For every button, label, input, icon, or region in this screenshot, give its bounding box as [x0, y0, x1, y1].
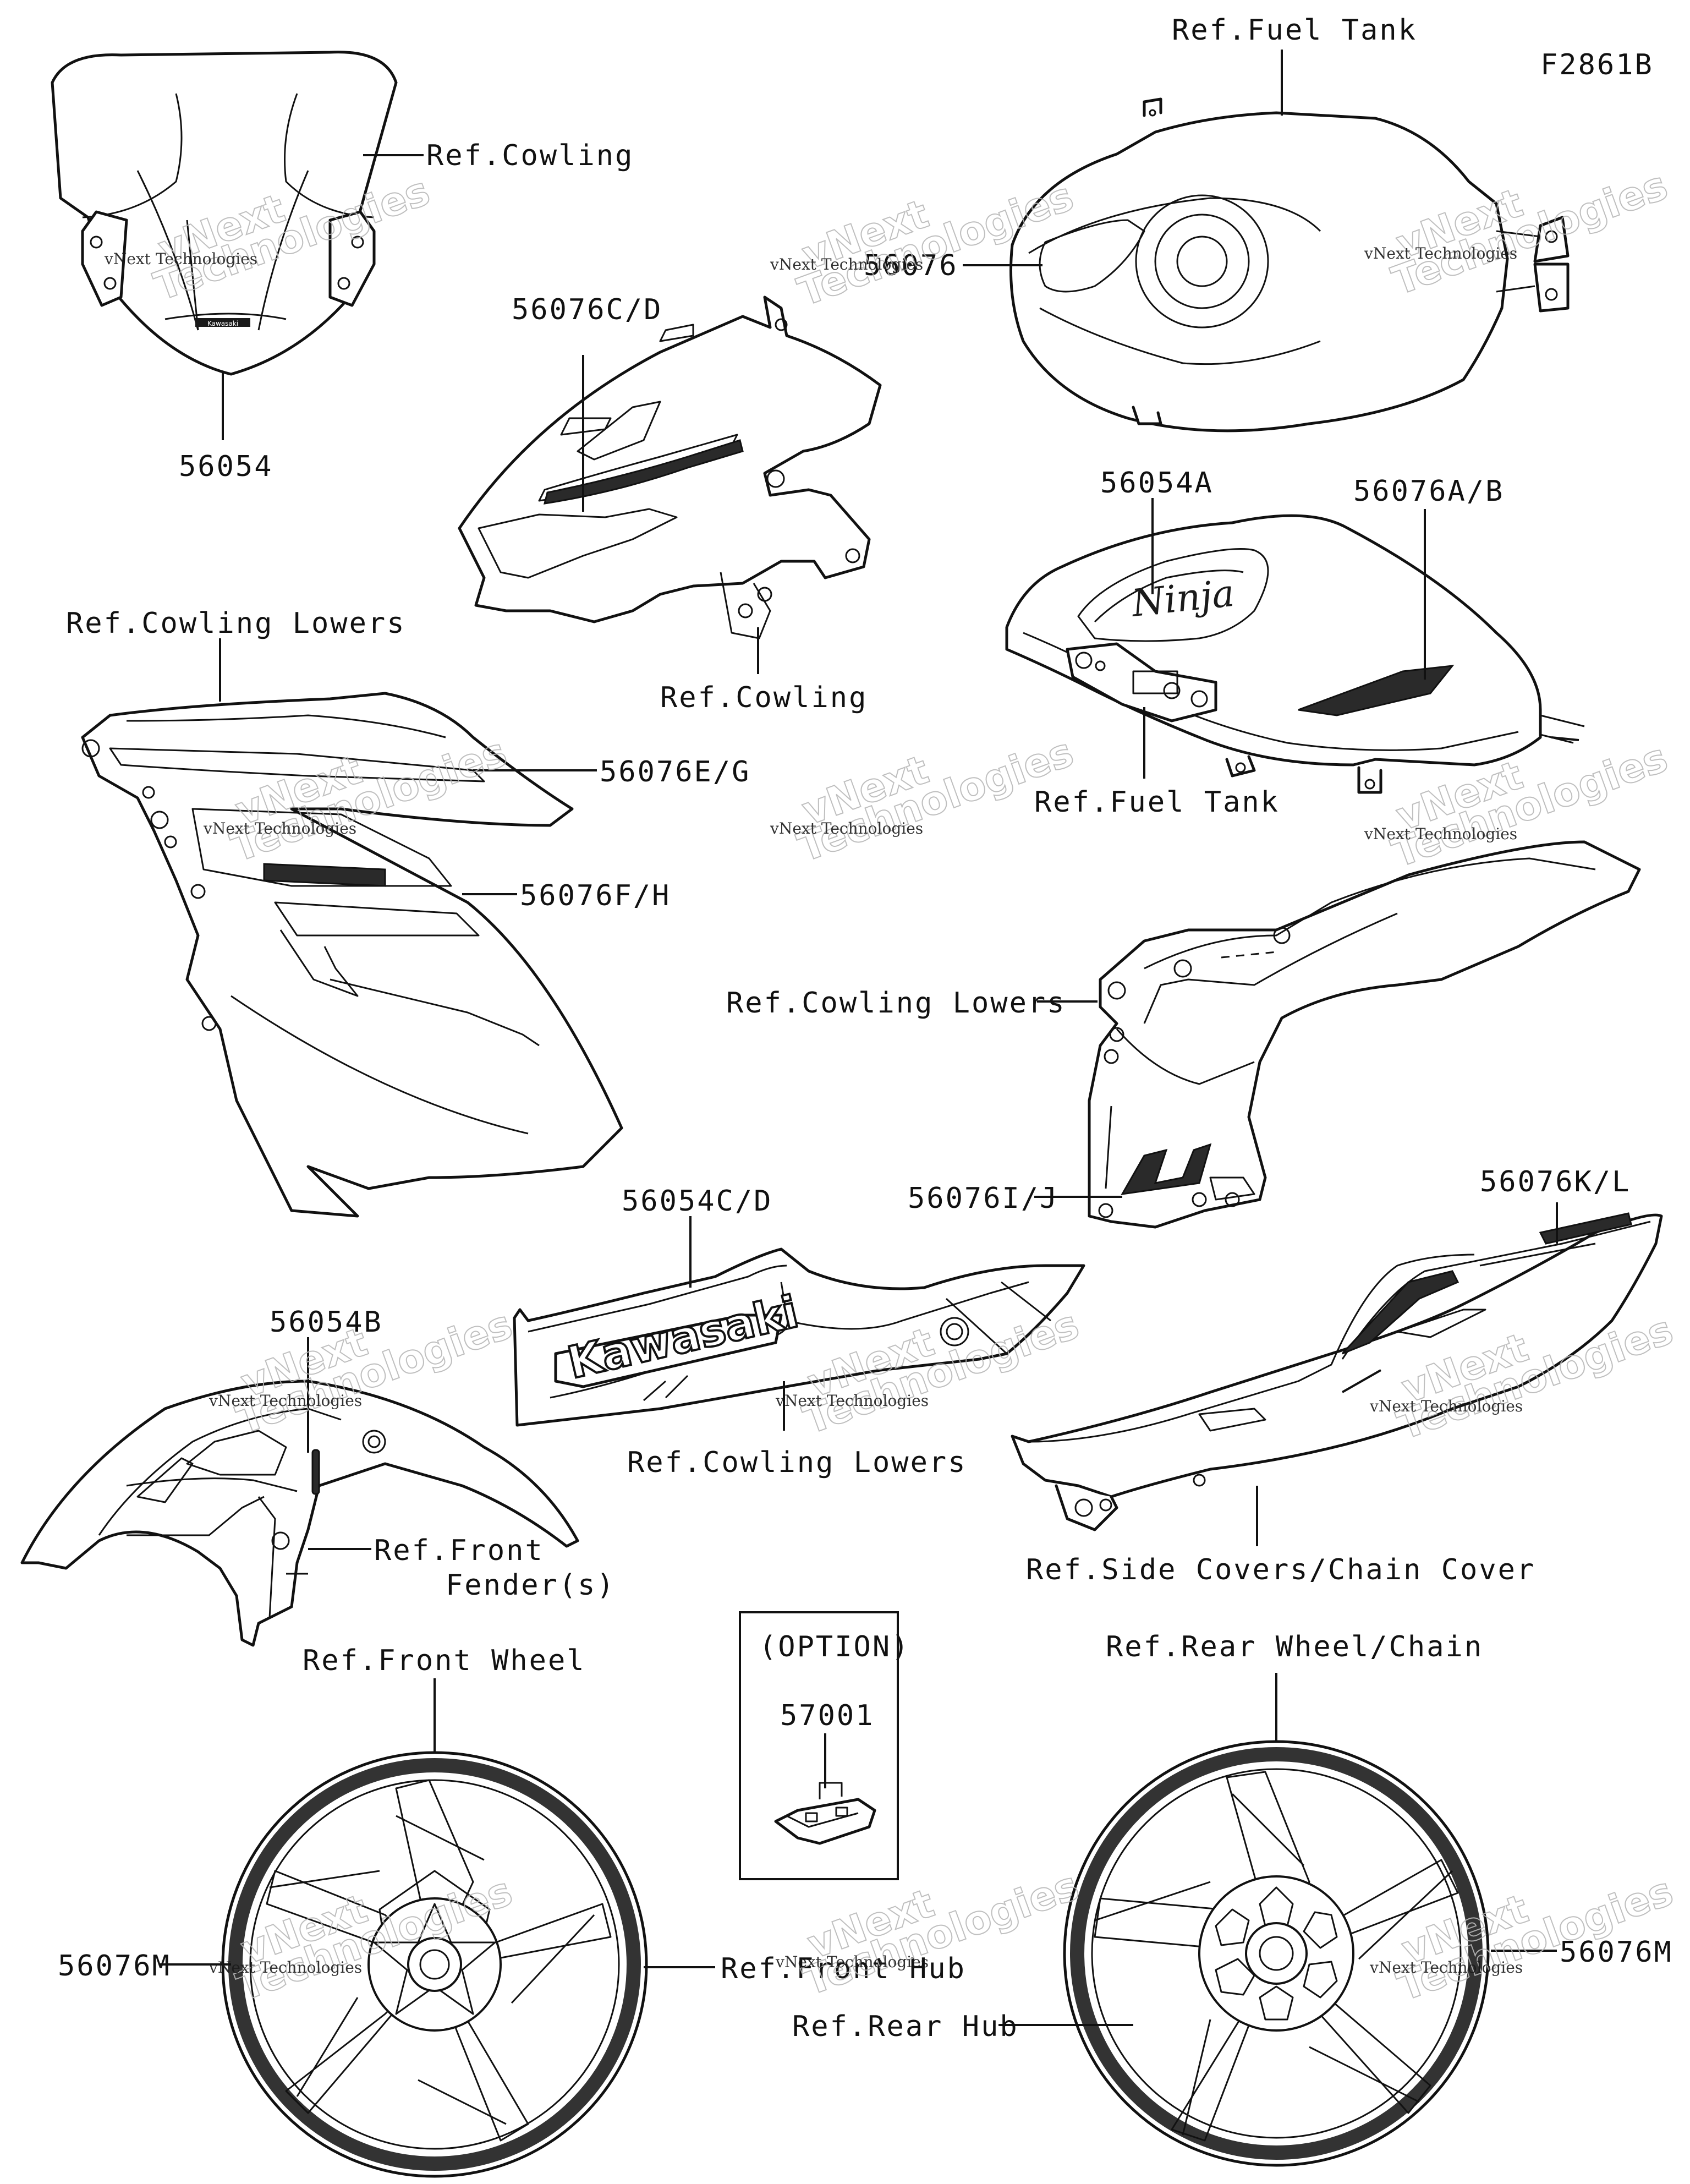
label-ref-fuel-tank-mid: Ref.Fuel Tank	[1034, 786, 1280, 819]
svg-text:vNext Technologies: vNext Technologies	[770, 255, 923, 273]
label-56076kl: 56076K/L	[1480, 1165, 1631, 1198]
ninja-decal: Ninja	[1129, 572, 1237, 626]
svg-text:vNext Technologies: vNext Technologies	[208, 1392, 362, 1410]
label-ref-front-wheel: Ref.Front Wheel	[303, 1644, 586, 1677]
option-box: (OPTION) 57001	[739, 1611, 910, 1880]
label-56076eg: 56076E/G	[600, 756, 750, 789]
svg-text:vNext Technologies: vNext Technologies	[770, 819, 923, 838]
svg-text:vNext Technologies: vNext Technologies	[104, 250, 257, 268]
fuel-tank-top-part	[1009, 97, 1570, 433]
windshield-part: Kawasaki	[51, 51, 398, 376]
svg-text:vNext Technologies: vNext Technologies	[203, 819, 356, 838]
under-cowl-part: Kawasaki	[513, 1247, 1085, 1427]
label-ref-side-covers: Ref.Side Covers/Chain Cover	[1026, 1553, 1535, 1586]
label-ref-front-fender-2: Fender(s)	[446, 1569, 616, 1602]
svg-text:vNext Technologies: vNext Technologies	[1369, 1397, 1523, 1415]
tail-cowl-part	[1011, 1212, 1663, 1531]
svg-text:vNext Technologies: vNext Technologies	[1364, 825, 1517, 843]
svg-text:vNext Technologies: vNext Technologies	[1364, 244, 1517, 262]
rear-wheel-part	[1063, 1740, 1490, 2167]
label-56076fh: 56076F/H	[520, 879, 671, 912]
label-ref-cowling-lowers-right: Ref.Cowling Lowers	[726, 987, 1066, 1020]
label-57001: 57001	[780, 1699, 875, 1732]
label-ref-front-hub: Ref.Front Hub	[721, 1952, 966, 1985]
kawasaki-small-decal: Kawasaki	[207, 320, 238, 327]
label-56054a: 56054A	[1100, 467, 1214, 500]
label-56076m-left: 56076M	[58, 1950, 171, 1983]
fuel-tank-mid-part: Ninja	[1005, 514, 1585, 794]
label-56054: 56054	[179, 450, 273, 483]
label-option: (OPTION)	[759, 1630, 910, 1663]
side-fairing-left-part	[81, 692, 623, 1218]
svg-text:vNext Technologies: vNext Technologies	[775, 1953, 929, 1971]
label-56076: 56076	[864, 249, 958, 282]
label-56054b: 56054B	[270, 1306, 383, 1339]
label-ref-rear-wheel: Ref.Rear Wheel/Chain	[1106, 1630, 1483, 1663]
label-ref-rear-hub: Ref.Rear Hub	[792, 2010, 1019, 2043]
label-ref-front-fender-1: Ref.Front	[374, 1534, 544, 1567]
label-ref-cowling-top: Ref.Cowling	[426, 139, 634, 172]
label-56054cd: 56054C/D	[622, 1185, 772, 1218]
label-ref-fuel-tank-top: Ref.Fuel Tank	[1172, 14, 1417, 47]
svg-text:vNext Technologies: vNext Technologies	[1369, 1958, 1523, 1977]
front-fender-part	[20, 1380, 579, 1647]
upper-cowling-part	[458, 295, 882, 639]
label-56076ij: 56076I/J	[908, 1182, 1058, 1215]
side-fairing-right-part	[1088, 840, 1641, 1229]
label-ref-cowling-mid: Ref.Cowling	[660, 681, 868, 714]
clip-part	[774, 1782, 876, 1845]
watermark-5: vNext Technologies vNext Technologies	[770, 728, 1080, 872]
label-ref-cowling-lowers-bottom: Ref.Cowling Lowers	[627, 1446, 967, 1479]
label-ref-cowling-lowers-left: Ref.Cowling Lowers	[66, 607, 406, 640]
label-56076ab: 56076A/B	[1353, 475, 1504, 508]
front-wheel-part	[221, 1751, 648, 2178]
label-56076cd: 56076C/D	[512, 293, 662, 326]
svg-text:vNext Technologies: vNext Technologies	[775, 1392, 929, 1410]
svg-text:vNext Technologies: vNext Technologies	[208, 1958, 362, 1977]
label-56076m-right: 56076M	[1560, 1936, 1673, 1969]
figure-code: F2861B	[1540, 48, 1654, 81]
